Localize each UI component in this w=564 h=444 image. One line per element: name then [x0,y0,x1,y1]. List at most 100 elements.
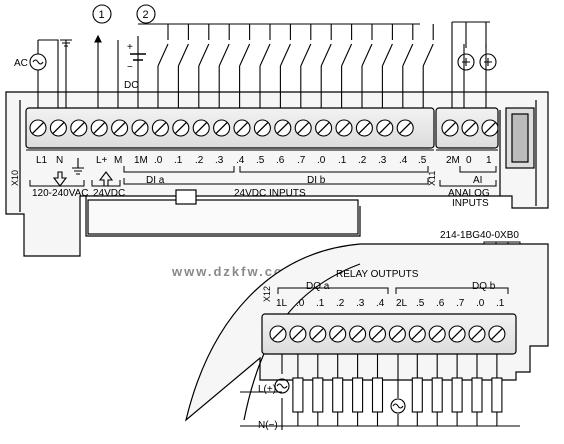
terminal-screw-icon [488,325,506,343]
terminal-screw-icon [349,325,367,343]
group-dib-label: DI b [307,175,326,186]
terminal-label: .2 [195,155,204,166]
terminal-screw-icon [441,119,459,137]
group-sensor-label: 24VDC [93,188,125,199]
connector-x11-label: X11 [427,171,437,186]
ac-source-icon [274,378,290,394]
terminal-screw-icon [289,325,307,343]
relay-terminal-label: .1 [496,298,505,309]
terminal-label: .3 [378,155,387,166]
terminal-screw-icon [315,119,333,137]
terminal-screw-icon [388,325,406,343]
terminal-screw-icon [274,119,292,137]
analog-title-2: INPUTS [452,198,489,209]
ac-label: AC [14,58,28,69]
terminal-screw-icon [309,325,327,343]
terminal-screw-icon [368,325,387,343]
terminal-screw-icon [269,325,287,343]
terminal-screw-icon [253,119,271,137]
terminal-label: L+ [96,155,108,166]
terminal-screw-icon [335,119,353,137]
load-icon [471,377,483,413]
load-icon [411,377,423,413]
load-icon [312,377,324,413]
terminal-screw-icon [131,119,149,137]
terminal-label: .0 [154,155,163,166]
relay-group-b: DQ b [472,281,496,292]
terminal-label: .2 [358,155,367,166]
terminal-screw-icon [428,325,446,343]
callout-2: 2 [136,4,156,24]
terminal-screw-icon [192,119,210,137]
terminal-screw-icon [213,119,231,137]
ground-icon [60,39,72,47]
load-icon [491,377,503,413]
terminal-label: .5 [418,155,427,166]
load-icon [431,377,443,413]
relay-terminal-label: .4 [376,298,385,309]
relay-terminal-label: .5 [416,298,425,309]
terminal-label: 1 [486,155,492,166]
input-wiring [29,21,497,108]
load-icon [371,377,384,413]
terminal-screw-icon [481,119,499,137]
terminal-label: .1 [174,155,183,166]
terminal-screw-icon [329,325,347,343]
group-ai-label: AI [473,175,482,186]
terminal-screw-icon [49,119,67,137]
load-icon [332,377,344,413]
terminal-screw-icon [461,119,479,137]
terminal-screw-icon [376,119,394,137]
terminal-label: .7 [297,155,306,166]
dc-minus: − [127,62,133,73]
terminal-label: .0 [317,155,326,166]
relay-terminal-label: .2 [336,298,345,309]
terminal-screw-icon [233,119,251,137]
supply-minus-label: N(−) [258,420,278,431]
relay-terminal-label: .0 [296,298,305,309]
relay-terminal-block [261,313,517,355]
dc-source-icon [130,53,146,61]
terminal-screw-icon [90,119,108,137]
relay-brackets [277,287,509,294]
terminal-screw-icon [29,119,47,137]
terminal-label: 2M [446,155,460,166]
group-brackets [29,166,497,187]
terminal-screw-icon [172,119,190,137]
part-number: 214-1BG40-0XB0 [440,230,519,241]
dc-label: DC [124,80,138,91]
terminal-label: .6 [276,155,285,166]
terminal-label: 0 [466,155,472,166]
group-power-label: 120-240VAC [32,188,89,199]
supply-plus-label: L(+) [258,384,276,395]
terminal-screw-icon [294,119,312,137]
group-inputs-label: 24VDC INPUTS [234,188,306,199]
dc-plus: + [127,42,133,53]
callout-1: 1 [92,4,112,24]
load-icon [451,377,463,413]
relay-terminal-label: .1 [316,298,325,309]
relay-terminal-label: 2L [396,298,408,309]
load-icon [292,377,304,413]
load-icon [352,377,364,413]
terminal-label: .4 [399,155,408,166]
terminal-screw-icon [468,325,486,343]
terminal-screw-icon [111,119,129,137]
terminal-label: .1 [338,155,347,166]
relay-load-wiring [240,354,520,430]
connector-x12: X12 [262,286,272,302]
terminal-screw-icon [408,325,426,343]
terminal-label: M [114,155,122,166]
terminal-label: .4 [236,155,245,166]
relay-group-a: DQ a [306,281,330,292]
top-terminal-block [25,107,499,149]
relay-terminal-label: .7 [456,298,465,309]
arrow-up-icon [98,171,114,187]
terminal-screw-icon [355,119,373,137]
terminal-label: 1M [134,155,148,166]
ac-source-icon [390,398,406,414]
relay-terminal-label: .0 [476,298,485,309]
